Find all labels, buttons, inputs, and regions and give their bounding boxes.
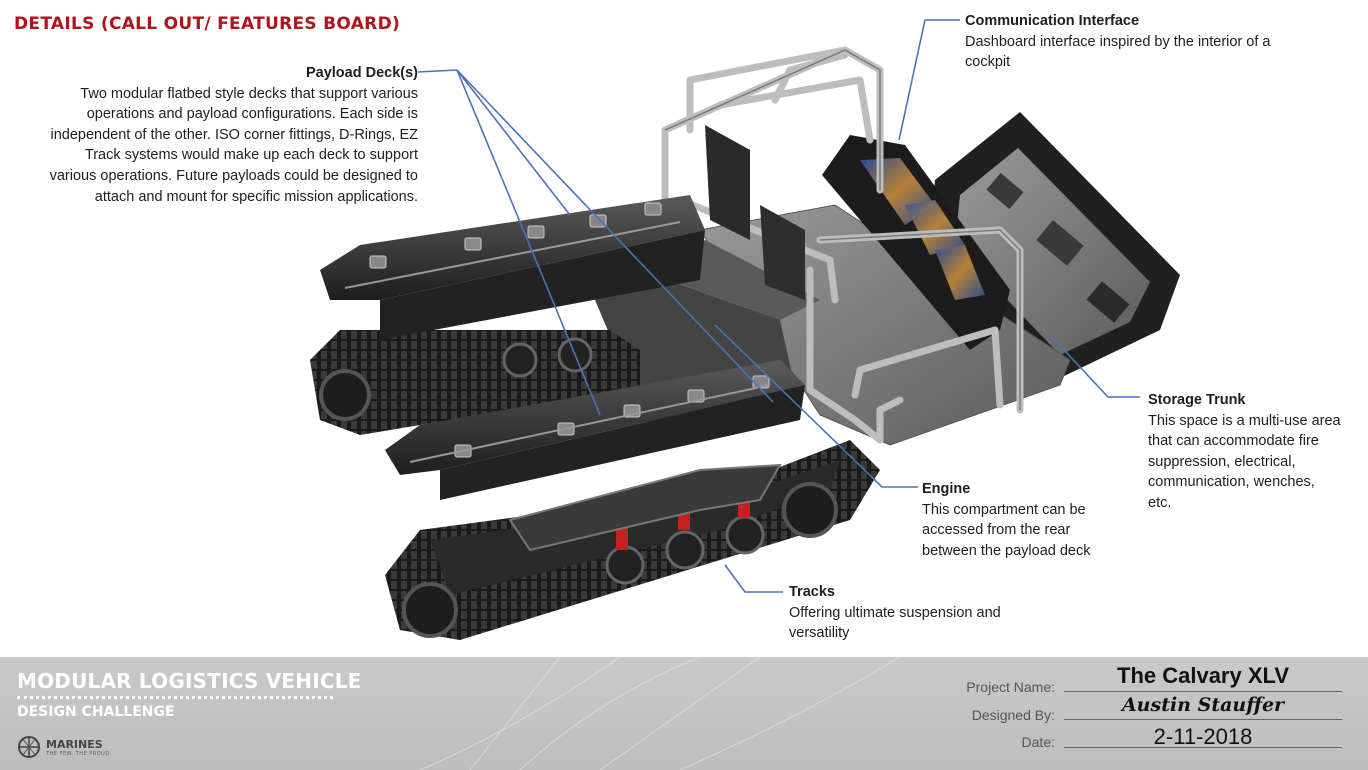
callout-line: Offering ultimate suspension and — [789, 604, 1001, 621]
callout-line: attach and mount for specific mission ap… — [94, 188, 418, 205]
callout-line: that can accommodate fire — [1148, 433, 1319, 450]
marines-logo-text: MARINES — [46, 738, 103, 751]
callout-heading: Payload Deck(s) — [305, 65, 418, 81]
project-name-value: The Calvary XLV — [1064, 663, 1342, 692]
callout-line: cockpit — [965, 54, 1011, 71]
project-name-label: Project Name: — [966, 679, 1055, 695]
footer-brand-title: MODULAR LOGISTICS VEHICLE — [17, 669, 362, 693]
designer-signature: Austin Stauffer — [1064, 694, 1342, 720]
callout-tracks: Tracks Offering ultimate suspension and … — [789, 582, 1049, 644]
marines-logo-subtext: THE FEW. THE PROUD. — [46, 751, 112, 757]
payload-deck-left — [320, 195, 705, 340]
board-title: DETAILS (CALL OUT/ FEATURES BOARD) — [14, 14, 401, 34]
callout-line: operations and payload configurations. E… — [86, 106, 418, 123]
callout-line: Track systems would make up each deck to… — [84, 147, 418, 164]
footer-decoration — [419, 657, 901, 770]
callout-line: etc. — [1148, 494, 1172, 511]
callout-engine: Engine This compartment can be accessed … — [922, 479, 1132, 561]
payload-deck-right — [385, 360, 805, 500]
callout-line: Two modular flatbed style decks that sup… — [80, 85, 418, 102]
callout-line: independent of the other. ISO corner fit… — [50, 126, 418, 143]
callout-payload-deck: Payload Deck(s) Two modular flatbed styl… — [18, 63, 418, 207]
marines-emblem-icon — [18, 736, 40, 758]
callout-line: various operations. Future payloads coul… — [49, 167, 418, 184]
callout-line: suppression, electrical, — [1148, 453, 1296, 470]
callout-heading: Tracks — [789, 584, 835, 600]
date-label: Date: — [1021, 734, 1055, 750]
callout-heading: Storage Trunk — [1148, 392, 1246, 408]
callout-storage-trunk: Storage Trunk This space is a multi-use … — [1148, 390, 1363, 514]
callout-line: This compartment can be — [922, 501, 1086, 518]
callout-heading: Engine — [922, 481, 971, 497]
callout-line: between the payload deck — [922, 542, 1091, 559]
footer-bar: MODULAR LOGISTICS VEHICLE DESIGN CHALLEN… — [0, 657, 1368, 770]
storage-trunk — [930, 112, 1180, 378]
track-right — [385, 440, 880, 640]
track-left — [310, 330, 640, 435]
seat — [760, 205, 805, 300]
callout-communication-interface: Communication Interface Dashboard interf… — [965, 11, 1355, 73]
callout-line: accessed from the rear — [922, 522, 1071, 539]
callout-heading: Communication Interface — [965, 13, 1140, 29]
footer-brand-subtitle: DESIGN CHALLENGE — [17, 704, 175, 720]
seat — [705, 125, 750, 240]
vehicle-render — [310, 19, 1180, 640]
leader-lines — [417, 19, 1140, 593]
callout-line: Dashboard interface inspired by the inte… — [965, 33, 1271, 50]
footer-dotted-divider — [17, 696, 333, 699]
designed-by-label: Designed By: — [971, 707, 1055, 723]
callout-line: communication, wenches, — [1148, 474, 1315, 491]
callout-line: versatility — [789, 625, 850, 642]
date-value: 2-11-2018 — [1064, 724, 1342, 749]
callout-line: This space is a multi-use area — [1148, 412, 1341, 429]
